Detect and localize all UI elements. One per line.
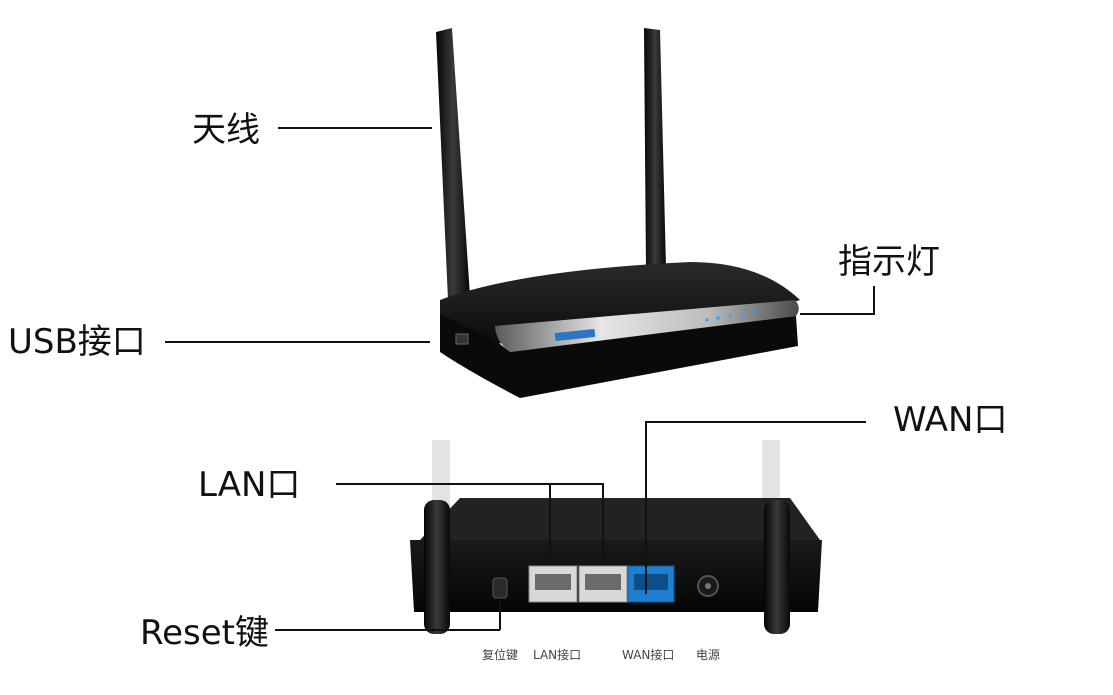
indicator-light [752, 310, 756, 314]
callout-wan-port: WAN口 [893, 400, 1008, 440]
callout-reset-key: Reset键 [140, 613, 269, 653]
antenna-left [436, 28, 470, 300]
router-top-view [436, 28, 800, 398]
callout-line-indicator [800, 286, 875, 315]
antenna-right [644, 28, 666, 270]
lan-port-2-socket [585, 574, 621, 590]
router-back-top [420, 498, 820, 540]
callout-line-wan [645, 421, 866, 594]
panel-label-reset: 复位键 [482, 648, 519, 662]
indicator-light [740, 312, 744, 316]
panel-label-lan: LAN接口 [533, 648, 582, 662]
power-jack-pin [705, 583, 711, 589]
callout-line-lan [336, 483, 604, 564]
callout-indicator-lights: 指示灯 [838, 242, 940, 282]
panel-label-wan: WAN接口 [622, 648, 675, 662]
indicator-light [728, 314, 732, 318]
callout-usb-port: USB接口 [8, 322, 146, 362]
router-back-view [410, 440, 822, 634]
callout-antenna: 天线 [192, 110, 260, 150]
antenna-back-right [764, 500, 790, 634]
usb-port [455, 333, 469, 345]
indicator-light [716, 316, 720, 320]
callout-lines [165, 127, 875, 631]
indicator-light [705, 318, 709, 322]
antenna-back-left [424, 500, 450, 634]
callout-lan-port: LAN口 [198, 465, 301, 505]
panel-label-power: 电源 [696, 648, 721, 662]
reset-button [492, 577, 508, 599]
router-front-body [440, 314, 798, 398]
brand-logo [554, 329, 596, 341]
wan-port-socket [634, 574, 668, 590]
lan-port-1-socket [535, 574, 571, 590]
